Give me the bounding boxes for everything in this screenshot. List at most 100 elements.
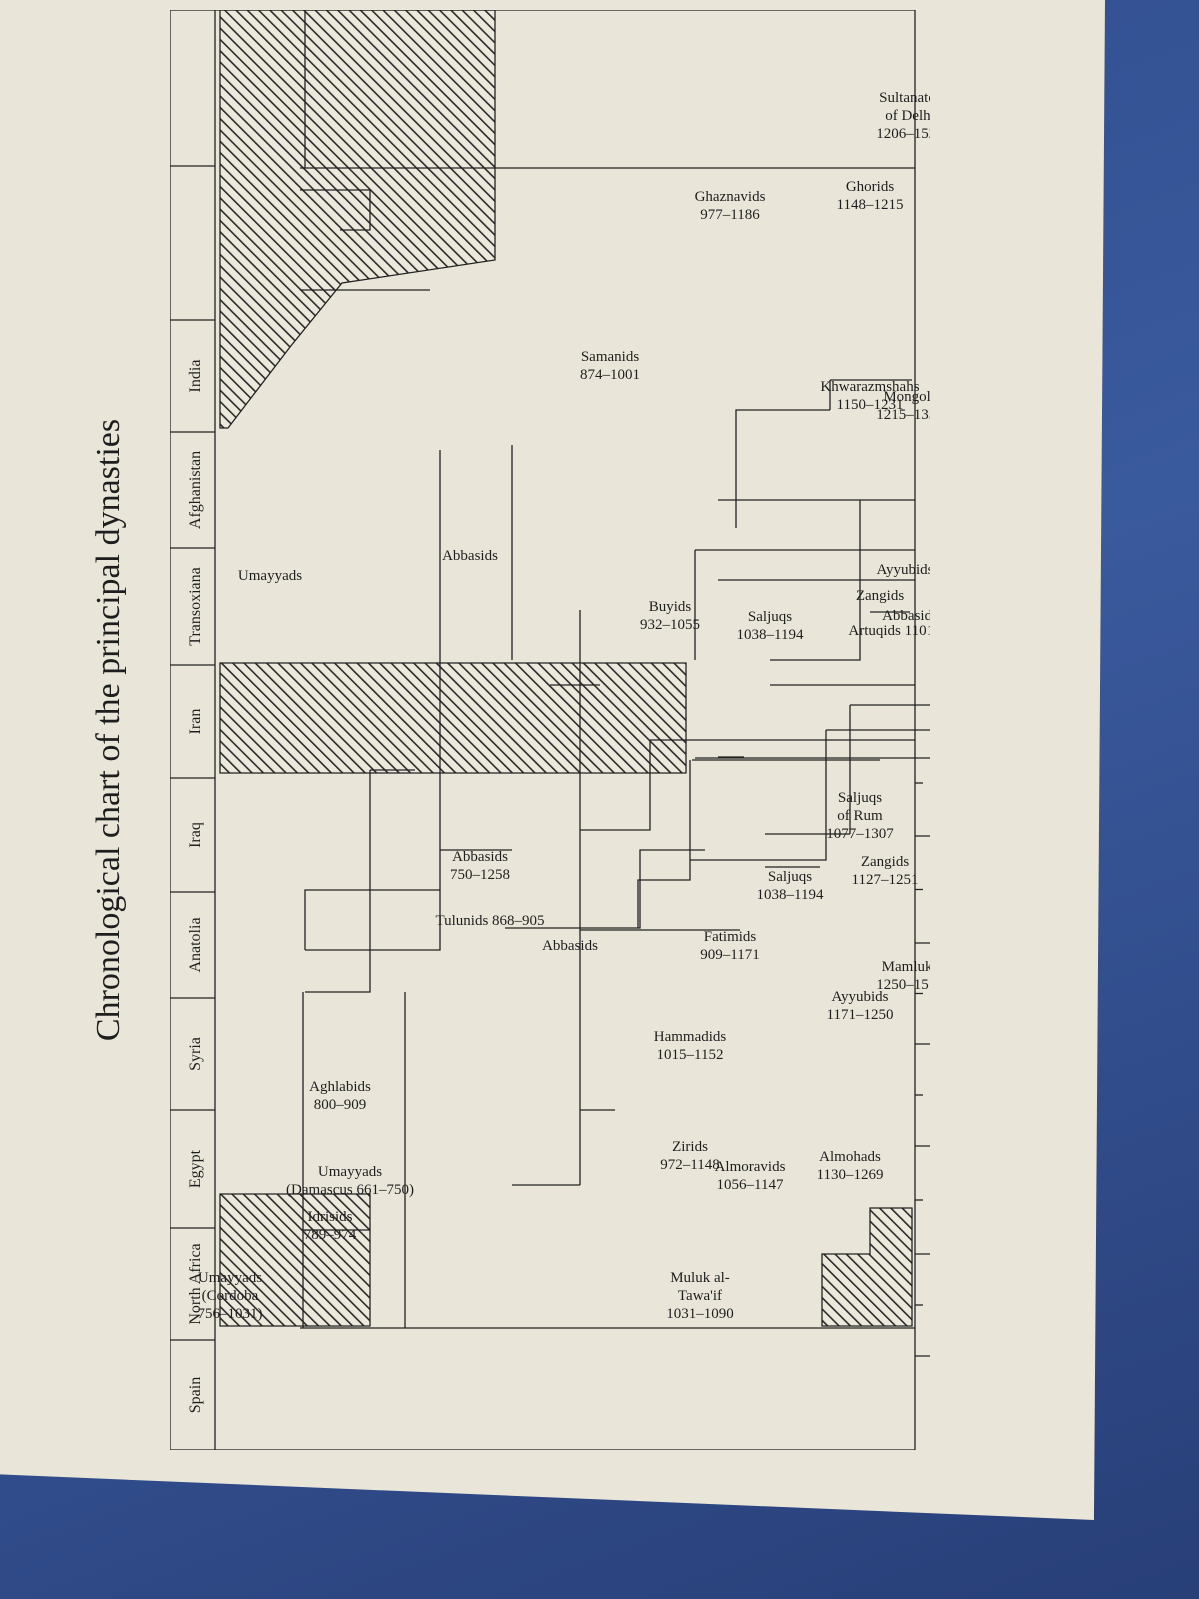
dynasty-label-line: Abbasids xyxy=(882,608,930,624)
dynasty-label-line: 756–1031) xyxy=(198,1306,263,1322)
region-header: Iraq xyxy=(187,822,204,848)
chart-stage: Chronological chart of the principal dyn… xyxy=(90,10,930,1450)
dynasty-khwarazmshahs: Khwarazmshahs 1150–1231 xyxy=(820,379,919,413)
dynasty-hammadids: Hammadids 1015–1152 xyxy=(654,1029,727,1063)
dynasty-label-line: 1206–1526 xyxy=(876,126,930,142)
dynasty-label-line: 800–909 xyxy=(314,1097,367,1113)
boundary-line-15 xyxy=(505,849,705,929)
dynasty-buyids: Buyids 932–1055 xyxy=(640,599,700,633)
dynasty-label-line: Khwarazmshahs xyxy=(820,379,919,395)
dynasty-label-line: 1250–1517 xyxy=(876,977,930,993)
dynasty-label-line: Mamluks xyxy=(882,959,930,975)
dynasty-chart: 700(80–81)800(183–4)900(287–8)1000(390–9… xyxy=(170,10,930,1450)
dynasty-label-line: 750–1258 xyxy=(450,867,510,883)
dynasty-label-line: Abbasids xyxy=(442,548,498,564)
dynasty-ayyubids-egypt: Ayyubids 1171–1250 xyxy=(827,989,894,1023)
dynasty-umayyads-cordoba: Umayyads (Cordoba 756–1031) xyxy=(198,1270,263,1322)
dynasty-label-line: 1077–1307 xyxy=(826,826,894,842)
boundary-line-6 xyxy=(304,889,370,950)
dynasty-label-line: Artuqids 1101–1409 xyxy=(848,623,930,639)
boundary-line-33 xyxy=(735,409,830,528)
boundary-line-16 xyxy=(580,740,651,831)
dynasty-almohads: Almohads 1130–1269 xyxy=(817,1149,884,1183)
dynasty-aghlabids: Aghlabids 800–909 xyxy=(309,1079,371,1113)
dynasty-label-line: 1148–1215 xyxy=(837,197,904,213)
dynasty-label-line: 1171–1250 xyxy=(827,1007,894,1023)
dynasty-label-line: 932–1055 xyxy=(640,617,700,633)
dynasty-label-line: Aghlabids xyxy=(309,1079,371,1095)
dynasty-label-line: 1038–1194 xyxy=(737,627,804,643)
dynasty-label-line: Abbasids xyxy=(452,849,508,865)
dynasty-label-line: of Delhi xyxy=(885,108,930,124)
dynasty-label-line: Saljuqs xyxy=(838,790,882,806)
dynasty-label-line: Umayyads xyxy=(198,1270,262,1286)
dynasty-label-line: Umayyads xyxy=(238,568,302,584)
region-header: Spain xyxy=(187,1377,204,1413)
boundary-line-3 xyxy=(305,770,371,993)
region-header: Anatolia xyxy=(187,917,204,972)
region-header: Syria xyxy=(187,1037,204,1071)
dynasty-ayyubids-iraq: Ayyubids xyxy=(877,562,930,578)
dynasty-label-line: 909–1171 xyxy=(700,947,759,963)
dynasty-label-line: 1015–1152 xyxy=(657,1047,724,1063)
dynasty-fatimids: Fatimids 909–1171 xyxy=(700,929,759,963)
dynasty-label-line: 1056–1147 xyxy=(717,1177,784,1193)
dynasty-label-line: 1031–1090 xyxy=(666,1306,734,1322)
dynasty-abbasids-east: Abbasids xyxy=(442,548,498,564)
chart-title: Chronological chart of the principal dyn… xyxy=(90,418,127,1042)
dynasty-label-line: Zangids xyxy=(856,588,904,604)
dynasty-saljuqs-syria: Saljuqs 1038–1194 xyxy=(757,869,824,903)
dynasty-umayyads-east: Umayyads xyxy=(238,568,302,584)
spain-hatch-early xyxy=(219,1193,371,1327)
boundary-line-36 xyxy=(340,190,371,231)
dynasty-label-line: 1150–1231 xyxy=(837,397,904,413)
dynasty-label-line: Saljuqs xyxy=(768,869,812,885)
dynasty-tulunids: Tulunids 868–905 xyxy=(435,913,544,929)
dynasty-label-line: Ayyubids xyxy=(832,989,889,1005)
dynasty-label-line: Tulunids 868–905 xyxy=(435,913,544,929)
dynasty-label-line: Buyids xyxy=(649,599,692,615)
boundary-line-18 xyxy=(637,760,691,928)
dynasty-umayyads-damascus: Umayyads(Damascus 661–750) xyxy=(286,1164,414,1198)
dynasty-abbasids-second: Abbasids xyxy=(542,938,598,954)
dynasty-zangids-iraq: Zangids xyxy=(856,588,904,604)
dynasty-label-line: Zirids xyxy=(672,1139,708,1155)
dynasty-ghorids: Ghorids 1148–1215 xyxy=(837,179,904,213)
east-hatch xyxy=(219,10,496,429)
region-header: Afghanistan xyxy=(187,451,204,529)
dynasty-label-line: Saljuqs xyxy=(748,609,792,625)
dynasty-label-line: Tawa'if xyxy=(678,1288,722,1304)
region-header: India xyxy=(187,360,204,393)
region-header: North Africa xyxy=(187,1243,204,1324)
dynasty-label-line: (Cordoba xyxy=(202,1288,259,1304)
dynasty-saljuqs-iran: Saljuqs 1038–1194 xyxy=(737,609,804,643)
dynasty-mamluks: Mamluks 1250–1517 xyxy=(876,959,930,993)
dynasty-label-line: 1038–1194 xyxy=(757,887,824,903)
dynasty-label-line: Hammadids xyxy=(654,1029,727,1045)
dynasty-label-line: 789–974 xyxy=(304,1227,357,1243)
region-header: Transoxiana xyxy=(187,567,204,646)
dynasty-mongols: Mongols1215–1353 xyxy=(876,389,930,423)
dynasty-label-line: Almohads xyxy=(819,1149,881,1165)
dynasty-label-line: Abbasids xyxy=(542,938,598,954)
dynasty-label-line: Umayyads xyxy=(318,1164,382,1180)
dynasty-label-line: Fatimids xyxy=(704,929,757,945)
dynasty-label-line: Zangids xyxy=(861,854,909,870)
dynasty-label-line: Ghorids xyxy=(846,179,894,195)
dynasty-abbasids-syria: Abbasids 750–1258 xyxy=(450,849,510,883)
dynasty-label-line: Idrisids xyxy=(308,1209,353,1225)
boundary-line-30 xyxy=(770,500,861,661)
dynasty-label-line: Ayyubids xyxy=(877,562,930,578)
boundary-line-5 xyxy=(305,450,441,951)
dynasty-label-line: Mongols xyxy=(883,389,930,405)
dynasty-label-line: 972–1148 xyxy=(660,1157,719,1173)
boundary-line-23 xyxy=(690,730,827,861)
region-header: Egypt xyxy=(187,1149,204,1188)
dynasty-label-line: 1130–1269 xyxy=(817,1167,884,1183)
dynasty-idrisids: Idrisids 789–974 xyxy=(304,1209,357,1243)
